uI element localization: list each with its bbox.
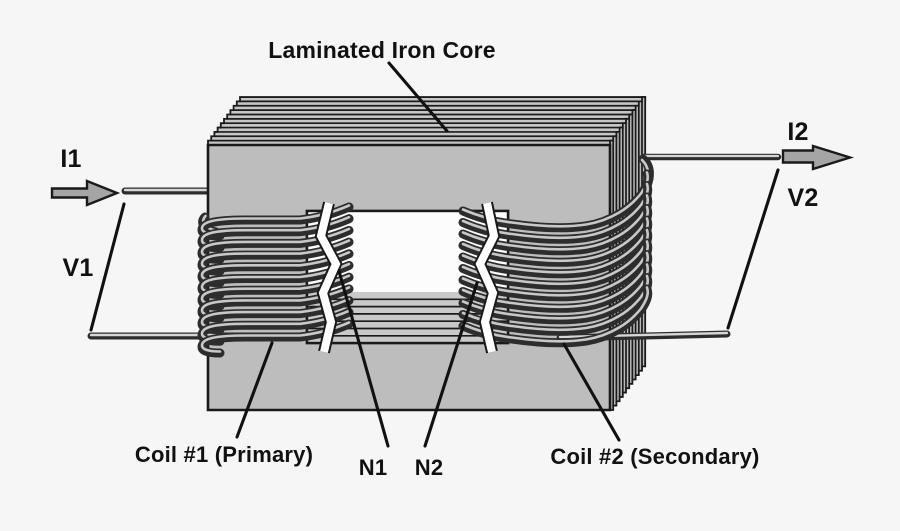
secondary-coil-label: Coil #2 (Secondary) — [550, 444, 759, 469]
voltage-out-label: V2 — [788, 184, 819, 212]
v2-leader — [726, 168, 780, 330]
primary-winding-break — [314, 201, 343, 354]
secondary-coil-leader — [562, 342, 621, 442]
primary-turns-label: N1 — [359, 455, 388, 480]
secondary-coil — [458, 154, 654, 348]
current-out-arrow-icon — [781, 144, 855, 171]
coil-turn-highlight — [461, 286, 650, 343]
secondary-winding-break — [473, 201, 501, 354]
core-top-laminations — [207, 96, 647, 146]
v1-leader — [89, 202, 126, 332]
core-label: Laminated Iron Core — [268, 37, 495, 63]
break-mark — [316, 202, 341, 353]
primary-top-wire — [121, 187, 214, 195]
primary-coil-leader — [235, 341, 274, 439]
primary-coil — [197, 202, 354, 358]
current-in-arrow-icon — [50, 179, 121, 207]
core-label-leader — [387, 61, 449, 133]
primary-coil-label: Coil #1 (Primary) — [135, 442, 313, 467]
voltage-in-label: V1 — [63, 254, 94, 282]
current-out-label: I2 — [787, 118, 808, 146]
secondary-turns-label: N2 — [415, 455, 444, 480]
n2-leader — [423, 281, 479, 448]
break-mark — [475, 202, 499, 353]
current-in-label: I1 — [60, 145, 81, 173]
n1-leader — [337, 269, 390, 448]
secondary-top-wire — [640, 153, 782, 161]
core-top-outline — [207, 96, 647, 146]
